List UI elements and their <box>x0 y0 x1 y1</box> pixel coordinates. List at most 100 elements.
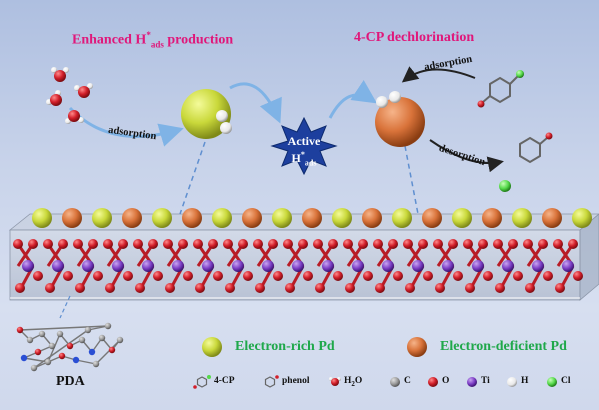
o-atom <box>118 239 128 249</box>
arrow-desorption <box>429 139 504 173</box>
o-atom <box>105 283 115 293</box>
o-atom <box>405 283 415 293</box>
pda-atom <box>66 342 74 350</box>
o-atom <box>13 239 23 249</box>
active-h-star <box>270 116 338 176</box>
ti-atom <box>292 260 304 272</box>
o-atom <box>478 239 488 249</box>
o-atom <box>213 271 223 281</box>
ti-atom <box>22 260 34 272</box>
pda-bond <box>33 329 89 369</box>
o-atom <box>508 239 518 249</box>
o-atom <box>88 239 98 249</box>
pda-atom <box>88 348 96 356</box>
connector-deficient <box>404 145 419 215</box>
ti-atom <box>142 260 154 272</box>
o-atom <box>418 239 428 249</box>
pda-atom <box>108 346 116 354</box>
legend-rich-pd-sphere <box>202 337 222 357</box>
o-atom <box>135 283 145 293</box>
o-atom <box>273 271 283 281</box>
o-atom <box>315 283 325 293</box>
chloride-ion <box>499 180 511 192</box>
arrow-adsorption-right <box>401 66 476 83</box>
ti-atom <box>532 260 544 272</box>
o-atom <box>208 239 218 249</box>
o-atom <box>313 239 323 249</box>
pda-atom <box>116 336 124 344</box>
pd-rich-atom <box>152 208 172 228</box>
o-atom <box>363 271 373 281</box>
pda-bond <box>75 359 97 365</box>
water-molecules <box>46 67 93 124</box>
electron-deficient-pd-with-h <box>375 91 425 147</box>
pda-atom <box>16 326 24 334</box>
o-atom <box>193 239 203 249</box>
o-atom <box>195 283 205 293</box>
legend-deficient-pd-sphere <box>407 337 427 357</box>
pd-deficient-atom <box>182 208 202 228</box>
pda-atom <box>98 334 106 342</box>
pda-atom <box>78 336 86 344</box>
o-atom <box>238 239 248 249</box>
o-atom <box>435 283 445 293</box>
legend-ti-sphere <box>467 377 477 387</box>
pd-rich-atom <box>212 208 232 228</box>
o-atom <box>538 239 548 249</box>
o-atom <box>75 283 85 293</box>
pda-atom <box>30 364 38 372</box>
ti-atom <box>352 260 364 272</box>
o-atom <box>153 271 163 281</box>
o-atom <box>388 239 398 249</box>
o-atom <box>178 239 188 249</box>
pd-deficient-atom <box>302 208 322 228</box>
pda-atom <box>72 356 80 364</box>
legend-phenol-icon <box>264 375 279 388</box>
o-atom <box>465 283 475 293</box>
o-atom <box>165 283 175 293</box>
pda-atom <box>58 352 66 360</box>
o-atom <box>328 239 338 249</box>
ti-atom <box>52 260 64 272</box>
o-atom <box>525 283 535 293</box>
pda-bond <box>19 325 109 331</box>
ti-atom <box>172 260 184 272</box>
pd-rich-atom <box>452 208 472 228</box>
ti-atom <box>112 260 124 272</box>
legend-phenol-label: phenol <box>282 376 310 386</box>
label-electron-rich-pd: Electron-rich Pd <box>235 339 335 354</box>
ti-atom <box>382 260 394 272</box>
pda-bond <box>95 339 121 365</box>
pd-deficient-atom <box>482 208 502 228</box>
o-atom <box>298 239 308 249</box>
o-atom <box>553 239 563 249</box>
o-atom <box>523 239 533 249</box>
o-atom <box>568 239 578 249</box>
pda-atom <box>48 342 56 350</box>
pda-atom <box>20 354 28 362</box>
o-atom <box>93 271 103 281</box>
ti-atom <box>232 260 244 272</box>
title-left: Enhanced H*ads production <box>72 30 234 50</box>
arrow-to-star <box>229 82 282 124</box>
legend-icons <box>193 375 557 389</box>
legend-o-label: O <box>442 376 450 386</box>
pd-deficient-atom <box>122 208 142 228</box>
o-atom <box>463 239 473 249</box>
pda-atom <box>92 360 100 368</box>
connector-rich <box>179 141 206 215</box>
o-atom <box>358 239 368 249</box>
o-atom <box>513 271 523 281</box>
o-atom <box>493 239 503 249</box>
pda-cluster <box>16 322 124 372</box>
o-atom <box>333 271 343 281</box>
o-atom <box>225 283 235 293</box>
pd-rich-atom <box>332 208 352 228</box>
electron-rich-pd-with-h <box>181 89 232 139</box>
o-atom <box>255 283 265 293</box>
o-atom <box>45 283 55 293</box>
o-atom <box>403 239 413 249</box>
o-atom <box>453 271 463 281</box>
pd-rich-atom <box>272 208 292 228</box>
